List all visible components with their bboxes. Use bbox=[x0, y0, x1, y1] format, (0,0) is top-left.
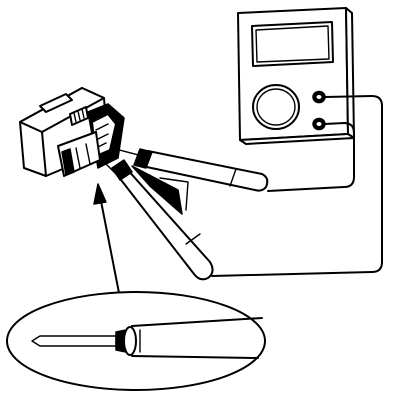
arrow-head bbox=[93, 183, 107, 205]
arrow-shaft bbox=[99, 195, 121, 299]
upper-probe-barrel bbox=[141, 150, 269, 192]
probe-shadow-edge bbox=[159, 177, 189, 211]
detail-inset bbox=[6, 291, 266, 391]
sleeve-shadow bbox=[61, 148, 75, 176]
sleeve-ridges bbox=[75, 143, 91, 169]
test-leads bbox=[211, 95, 383, 277]
multimeter-dial bbox=[252, 84, 300, 130]
lower-probe-barrel bbox=[117, 167, 214, 281]
connector-icon bbox=[19, 87, 125, 177]
lower-probe-collar bbox=[185, 233, 201, 245]
connector-front-edge bbox=[41, 131, 47, 177]
lead-wire-outer bbox=[211, 95, 383, 277]
detail-barrel-top bbox=[131, 317, 263, 327]
upper-probe-grip bbox=[133, 148, 153, 169]
multimeter-side bbox=[345, 7, 355, 139]
label-hatching bbox=[73, 108, 85, 123]
callout-arrow bbox=[93, 183, 121, 299]
multimeter-icon bbox=[237, 7, 355, 145]
upper-probe-collar bbox=[229, 168, 237, 187]
probe-shadow bbox=[131, 165, 183, 215]
jack-top-hole bbox=[316, 95, 322, 99]
detail-barrel-bottom bbox=[131, 355, 259, 359]
dial-inner-ring bbox=[256, 88, 296, 126]
detail-collar-ring bbox=[123, 326, 137, 356]
probe-icon bbox=[103, 145, 269, 192]
display-inner-frame bbox=[255, 25, 330, 63]
lower-probe-grip bbox=[111, 159, 133, 181]
lead-wire-inner bbox=[267, 122, 355, 192]
jack-bottom-hole bbox=[316, 122, 322, 126]
lower-probe bbox=[99, 157, 214, 281]
connector-latch bbox=[39, 93, 73, 113]
multimeter-display bbox=[251, 21, 334, 67]
